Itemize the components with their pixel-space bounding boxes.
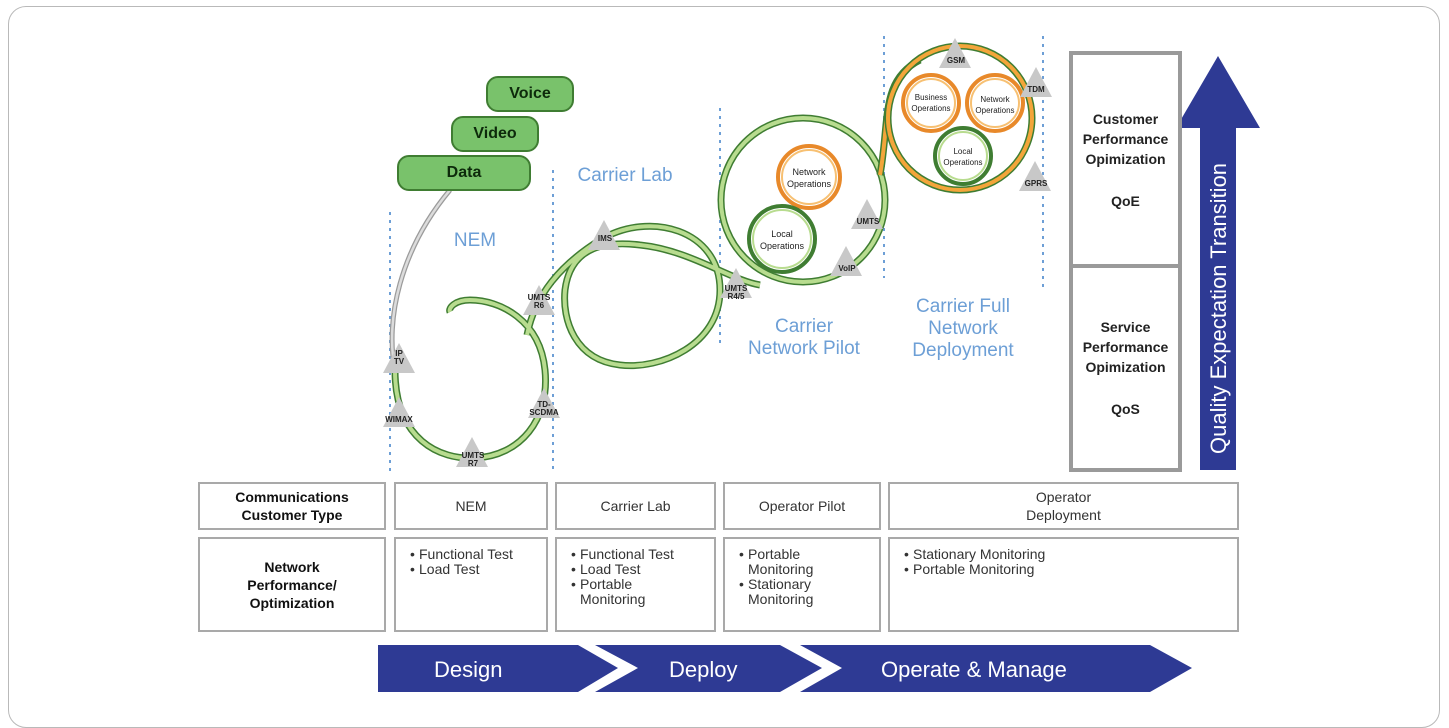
cell-customer-nem: NEM <box>394 482 548 530</box>
diagram-canvas <box>378 36 1260 692</box>
tech-label-tdm: TDM <box>1027 85 1045 94</box>
tech-label-umts: UMTS <box>856 217 880 226</box>
process-chevrons <box>378 645 1192 692</box>
tech-label-voip: VoIP <box>838 264 856 273</box>
tech-label-gsm: GSM <box>946 56 966 65</box>
tech-label-gprs: GPRS <box>1024 179 1048 188</box>
deployment-inner-circles <box>901 73 1025 186</box>
technology-markers <box>383 38 1052 467</box>
qoe-box: Customer Performance Opimization QoE <box>1069 51 1182 269</box>
tech-label-ims: IMS <box>597 234 613 243</box>
cell-perf-operator-pilot: Portable MonitoringStationary Monitoring <box>723 537 881 632</box>
cell-perf-operator-deployment: Stationary MonitoringPortable Monitoring <box>888 537 1239 632</box>
tech-label-td-scdma: TD-SCDMA <box>529 400 559 417</box>
quality-arrow <box>1176 56 1260 470</box>
pilot-inner-circles <box>747 144 842 274</box>
qos-box: Service Performance Opimization QoS <box>1069 264 1182 472</box>
process-operate-manage: Operate & Manage <box>881 657 1067 682</box>
cell-perf-carrier-lab: Functional TestLoad TestPortable Monitor… <box>555 537 716 632</box>
quality-arrow-label: Quality Expectation Transition <box>1206 162 1231 454</box>
service-data: Data <box>397 155 531 191</box>
cell-perf-nem: Functional TestLoad Test <box>394 537 548 632</box>
phase-label-nem: NEM <box>453 230 497 251</box>
phase-label-carrier-full-deployment: Carrier Full Network Deployment <box>912 296 1014 361</box>
cell-customer-operator-pilot: Operator Pilot <box>723 482 881 530</box>
process-deploy: Deploy <box>669 657 738 682</box>
green-technology-path <box>391 222 761 462</box>
deployment-ring <box>884 42 1036 194</box>
tech-label-wimax: WIMAX <box>385 415 413 424</box>
cell-customer-carrier-lab: Carrier Lab <box>555 482 716 530</box>
service-voice: Voice <box>486 76 574 112</box>
process-design: Design <box>434 657 503 682</box>
phase-label-carrier-network-pilot: Carrier Network Pilot <box>748 316 860 359</box>
phase-label-carrier-lab: Carrier Lab <box>577 165 673 186</box>
cell-customer-operator-deployment: Operator Deployment <box>888 482 1239 530</box>
service-video: Video <box>451 116 539 152</box>
